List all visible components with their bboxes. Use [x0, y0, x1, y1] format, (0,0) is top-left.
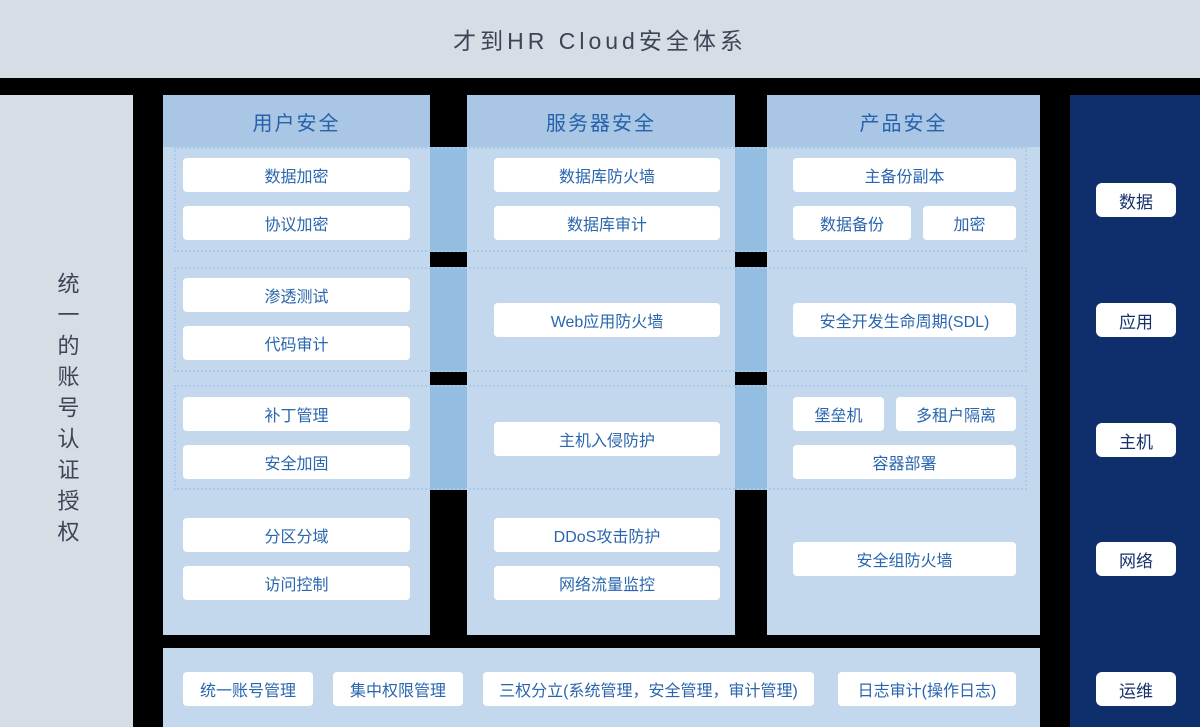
layer-data: 数据 — [1096, 183, 1176, 217]
node-primary-backup-replica: 主备份副本 — [793, 158, 1016, 192]
node-data-encryption: 数据加密 — [183, 158, 410, 192]
node-separation-of-three-powers: 三权分立(系统管理，安全管理，审计管理) — [483, 672, 814, 706]
connector-strip — [735, 147, 767, 252]
connector-strip — [735, 385, 767, 490]
node-unified-account-management: 统一账号管理 — [183, 672, 313, 706]
dashed-group-row-1 — [174, 147, 1027, 252]
node-security-hardening: 安全加固 — [183, 445, 410, 479]
node-web-app-firewall: Web应用防火墙 — [494, 303, 720, 337]
column-header-product-security: 产品安全 — [767, 95, 1040, 147]
layer-application: 应用 — [1096, 303, 1176, 337]
layer-host: 主机 — [1096, 423, 1176, 457]
node-bastion-host: 堡垒机 — [793, 397, 884, 431]
connector-strip — [430, 147, 467, 252]
node-multi-tenant-isolation: 多租户隔离 — [896, 397, 1016, 431]
node-patch-management: 补丁管理 — [183, 397, 410, 431]
node-backup-encryption: 加密 — [923, 206, 1016, 240]
left-sidebar-label: 统一的账号认证授权 — [54, 271, 80, 551]
node-access-control: 访问控制 — [183, 566, 410, 600]
node-network-traffic-monitoring: 网络流量监控 — [494, 566, 720, 600]
node-ddos-protection: DDoS攻击防护 — [494, 518, 720, 552]
layer-operations: 运维 — [1096, 672, 1176, 706]
node-container-deployment: 容器部署 — [793, 445, 1016, 479]
connector-strip — [430, 267, 467, 372]
node-penetration-testing: 渗透测试 — [183, 278, 410, 312]
node-sdl: 安全开发生命周期(SDL) — [793, 303, 1016, 337]
node-data-backup: 数据备份 — [793, 206, 911, 240]
node-protocol-encryption: 协议加密 — [183, 206, 410, 240]
connector-strip — [735, 267, 767, 372]
node-centralized-permission-management: 集中权限管理 — [333, 672, 463, 706]
page-header: 才到HR Cloud安全体系 — [0, 0, 1200, 78]
left-sidebar-unified-auth: 统一的账号认证授权 — [0, 95, 133, 727]
column-header-server-security: 服务器安全 — [467, 95, 735, 147]
dashed-group-row-3 — [174, 385, 1027, 490]
node-partition-domain: 分区分域 — [183, 518, 410, 552]
node-database-firewall: 数据库防火墙 — [494, 158, 720, 192]
page-title: 才到HR Cloud安全体系 — [453, 28, 747, 54]
layer-network: 网络 — [1096, 542, 1176, 576]
node-code-audit: 代码审计 — [183, 326, 410, 360]
node-log-audit: 日志审计(操作日志) — [838, 672, 1016, 706]
node-database-audit: 数据库审计 — [494, 206, 720, 240]
dashed-group-row-2 — [174, 267, 1027, 372]
connector-strip — [430, 385, 467, 490]
node-security-group-firewall: 安全组防火墙 — [793, 542, 1016, 576]
node-host-intrusion-protection: 主机入侵防护 — [494, 422, 720, 456]
column-header-user-security: 用户安全 — [163, 95, 430, 147]
